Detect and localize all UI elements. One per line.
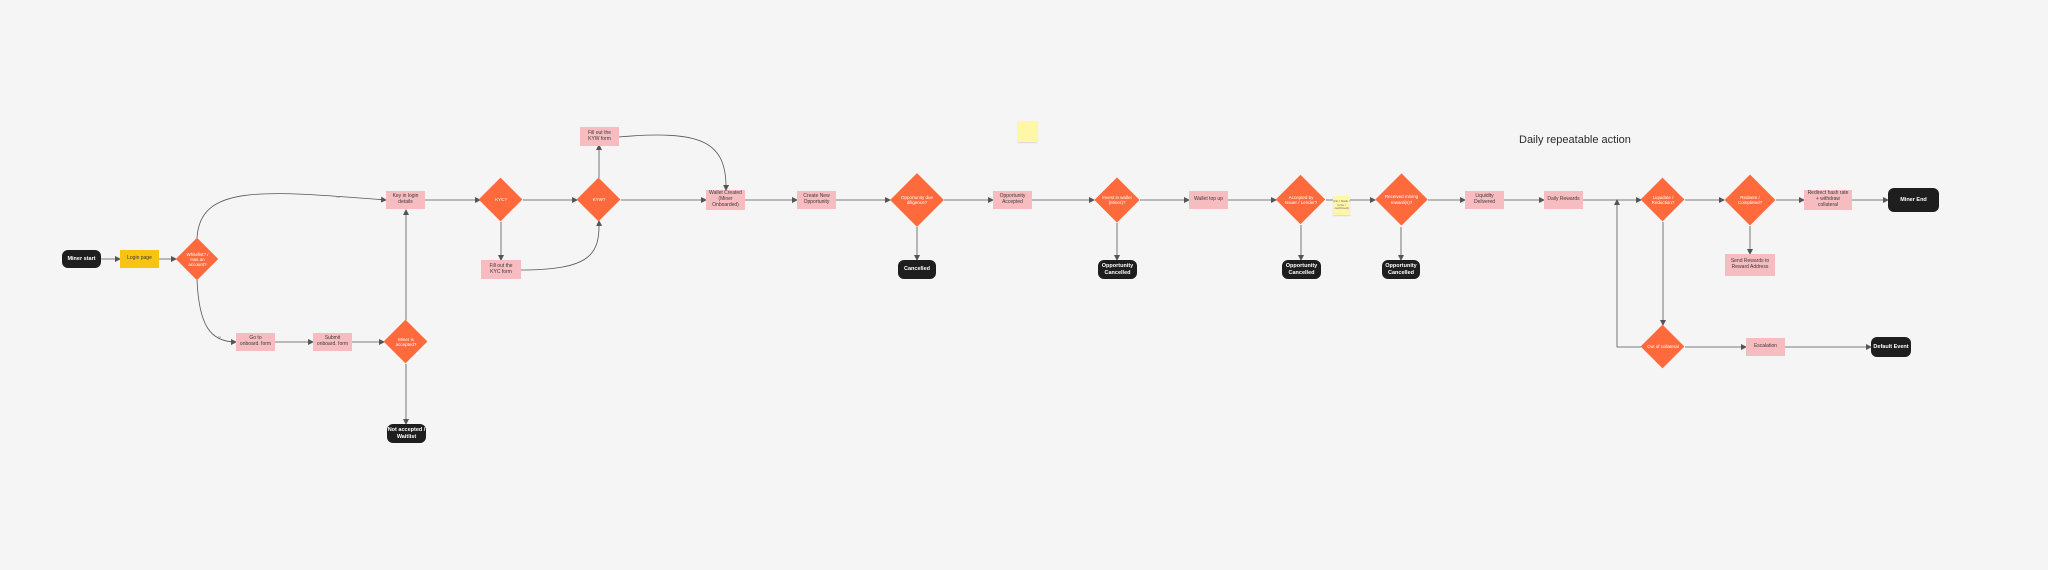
opportunity-cancelled-node-2[interactable]: Opportunity Cancelled: [1282, 260, 1321, 279]
edge-label-no: No: [218, 336, 222, 339]
default-event-node[interactable]: Default Event: [1871, 337, 1911, 357]
decision-label: Out of collateral: [1647, 344, 1679, 350]
miner-accepted-decision[interactable]: Miner is accepted?: [383, 319, 428, 364]
cancelled-node[interactable]: Cancelled: [898, 260, 936, 279]
edge-fillkyw-wallet: [617, 134, 730, 191]
sticky-note[interactable]: (No / blank / to be / confirmed): [1333, 196, 1350, 215]
edge-whitelist-gowhitepaper: [196, 279, 237, 345]
login-page-node[interactable]: Login page: [120, 250, 159, 268]
go-onboard-form-node[interactable]: Go to onboard. form: [236, 333, 275, 351]
opportunity-cancelled-node-1[interactable]: Opportunity Cancelled: [1098, 260, 1137, 279]
out-of-collateral-decision[interactable]: Out of collateral: [1640, 324, 1685, 369]
opportunity-accepted-node[interactable]: Opportunity Accepted: [993, 191, 1032, 209]
fill-kyw-node[interactable]: Fill out the KYW form: [580, 127, 619, 146]
decision-label: Miner is accepted?: [395, 336, 417, 347]
decision-label: Accepted by Issuer / Lender?: [1284, 194, 1318, 205]
received-mining-decision[interactable]: Received mining reward(s)?: [1375, 173, 1428, 226]
decision-label: Received mining reward(s)?: [1384, 194, 1419, 205]
decision-label: Redeem / Completed?: [1737, 194, 1763, 205]
wallet-topup-node[interactable]: Wallet top up: [1189, 191, 1228, 209]
wallet-created-node[interactable]: Wallet Created (Miner Onboarded): [706, 190, 745, 210]
not-accepted-node[interactable]: Not accepted / Waitlist: [387, 424, 426, 443]
send-rewards-node[interactable]: Send Rewards to Reward Address: [1725, 254, 1775, 276]
fill-kyc-node[interactable]: Fill out the KYC form: [481, 260, 521, 279]
key-login-node[interactable]: Key in login details: [386, 191, 425, 209]
opportunity-cancelled-node-3[interactable]: Opportunity Cancelled: [1382, 260, 1420, 279]
edge-outcollateral-loop-daily: [1614, 199, 1641, 348]
redirect-hashrate-node[interactable]: Redirect hash rate + withdraw collateral: [1804, 190, 1852, 210]
kyw-decision[interactable]: KYW?: [576, 177, 621, 222]
liquidate-decision[interactable]: Liquidate / Reduction?: [1640, 177, 1685, 222]
redeem-decision[interactable]: Redeem / Completed?: [1724, 174, 1776, 226]
kyc-decision[interactable]: KYC?: [478, 177, 523, 222]
whitelist-decision[interactable]: Whitelist? / Has an account?: [175, 237, 219, 281]
daily-repeatable-heading: Daily repeatable action: [1519, 134, 1631, 146]
create-opportunity-node[interactable]: Create New Opportunity: [797, 191, 836, 209]
invest-wallet-decision[interactable]: Invest in wallet (Miner)?: [1094, 177, 1140, 223]
liquidity-delivered-node[interactable]: Liquidity Delivered: [1465, 191, 1504, 209]
escalation-node[interactable]: Escalation: [1746, 338, 1785, 356]
miner-start-node[interactable]: Miner start: [62, 250, 101, 268]
decision-label: Whitelist? / Has an account?: [186, 251, 209, 268]
sticky-note-blank[interactable]: [1018, 121, 1037, 142]
decision-label: Opportunity due diligence?: [900, 194, 934, 205]
accepted-by-decision[interactable]: Accepted by Issuer / Lender?: [1275, 174, 1326, 225]
decision-label: KYW?: [592, 197, 606, 203]
decision-label: KYC?: [495, 197, 507, 203]
daily-rewards-node[interactable]: Daily Rewards: [1544, 191, 1583, 209]
edge-fillkyc-kyw: [519, 220, 603, 271]
edge-label-yes: Yes: [336, 196, 341, 199]
miner-end-node[interactable]: Miner End: [1888, 188, 1939, 212]
decision-label: Liquidate / Reduction?: [1651, 194, 1675, 205]
submit-onboard-form-node[interactable]: Submit onboard. form: [313, 333, 352, 351]
opportunity-due-diligence-decision[interactable]: Opportunity due diligence?: [890, 173, 944, 227]
edge-whitelist-keylogin: [196, 193, 387, 239]
decision-label: Invest in wallet (Miner)?: [1102, 194, 1132, 205]
